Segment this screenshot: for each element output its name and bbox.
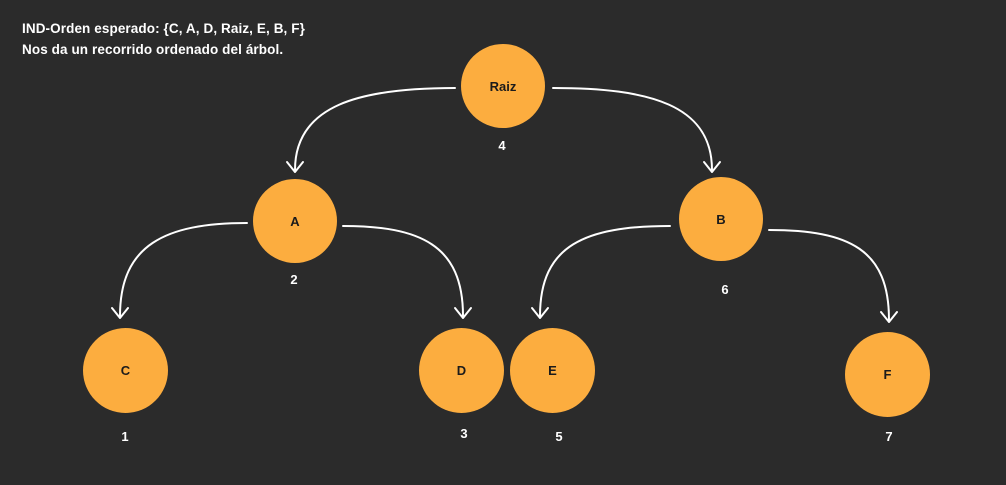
node-label-a: A — [290, 213, 300, 229]
node-label-raiz: Raiz — [489, 78, 517, 94]
node-d: D — [419, 328, 504, 413]
arrowhead-b — [703, 161, 721, 173]
order-number-e: 5 — [555, 429, 563, 444]
node-c: C — [83, 328, 168, 413]
order-number-c: 1 — [121, 429, 129, 444]
edge-a-c — [119, 222, 248, 317]
node-f: F — [845, 332, 930, 417]
arrowhead-f — [880, 311, 898, 323]
node-label-f: F — [883, 367, 892, 382]
order-number-raiz: 4 — [498, 138, 506, 153]
edge-a-d — [342, 225, 464, 317]
traversal-description: Nos da un recorrido ordenado del árbol. — [22, 42, 284, 57]
node-label-d: D — [456, 363, 467, 378]
node-a: A — [253, 179, 337, 263]
node-b: B — [679, 177, 763, 261]
arrowhead-c — [111, 307, 129, 319]
order-number-b: 6 — [721, 282, 729, 297]
node-raiz: Raiz — [461, 44, 545, 128]
arrowhead-e — [531, 307, 549, 319]
edge-raiz-b — [552, 87, 713, 171]
node-e: E — [510, 328, 595, 413]
arrowhead-d — [454, 307, 472, 319]
order-number-a: 2 — [290, 272, 298, 287]
edge-b-f — [768, 229, 890, 321]
arrowhead-a — [286, 161, 304, 173]
node-label-b: B — [716, 211, 726, 227]
edge-raiz-a — [294, 87, 456, 171]
traversal-title: IND-Orden esperado: {C, A, D, Raiz, E, B… — [22, 21, 305, 36]
node-label-c: C — [120, 363, 131, 378]
node-label-e: E — [548, 363, 557, 378]
order-number-f: 7 — [885, 429, 893, 444]
order-number-d: 3 — [460, 426, 468, 441]
edge-b-e — [539, 225, 671, 317]
